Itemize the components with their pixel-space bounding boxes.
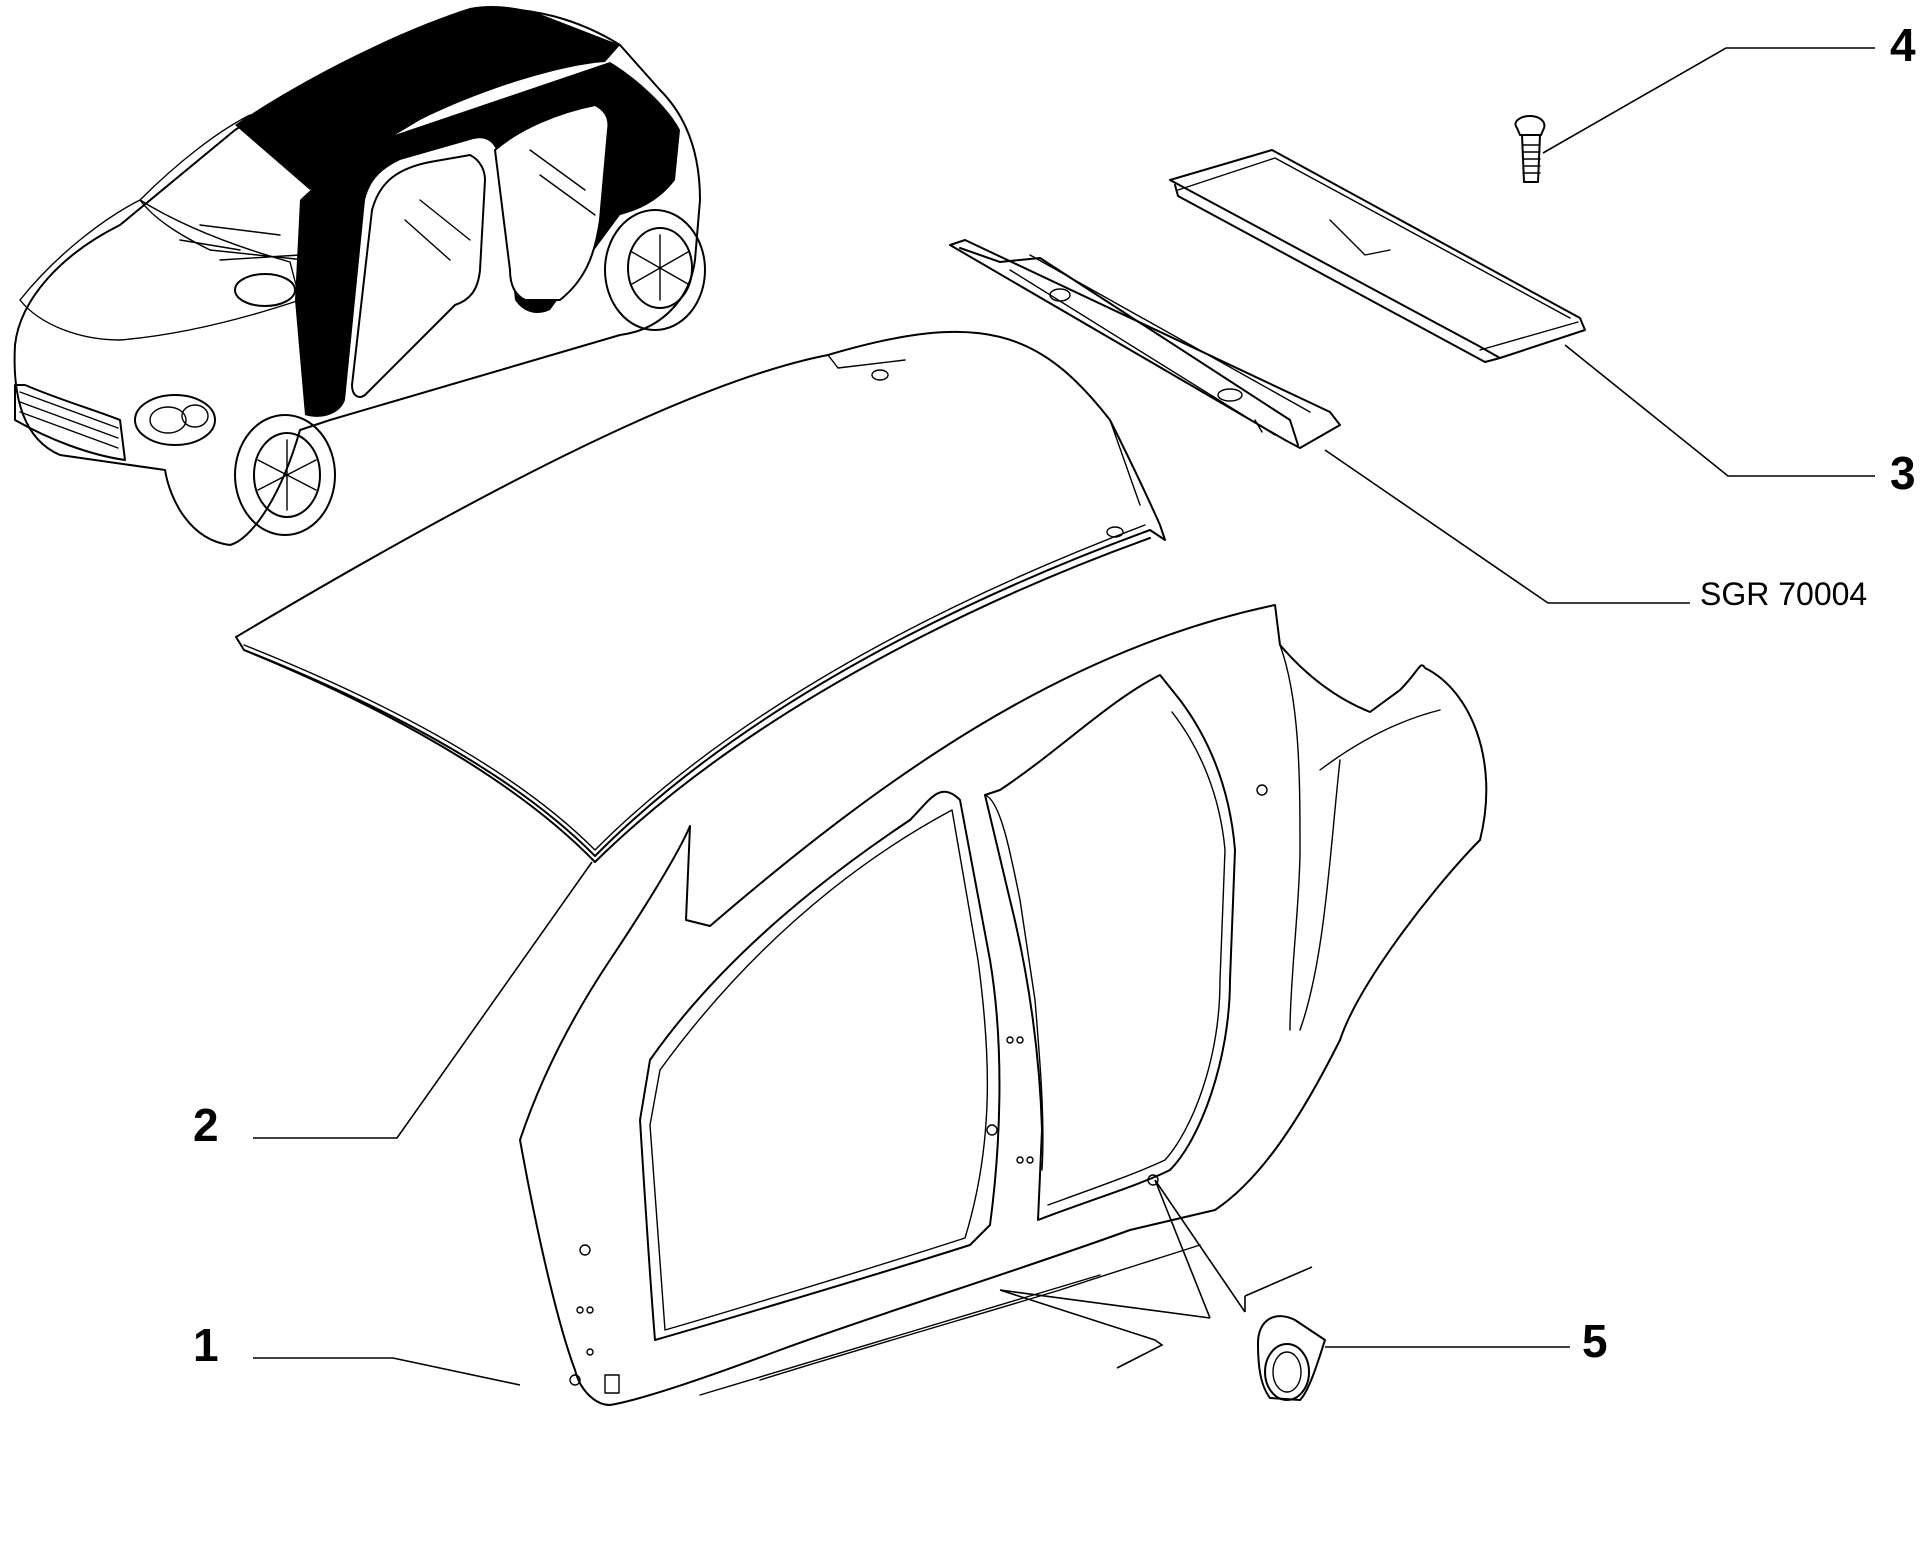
- reference-label: SGR 70004: [1700, 576, 1868, 612]
- callout-3: 3: [1890, 447, 1916, 499]
- callout-4: 4: [1890, 19, 1916, 71]
- callout-1: 1: [193, 1319, 219, 1371]
- grommet-part: [1257, 1315, 1326, 1401]
- bolt-part: [1514, 115, 1546, 183]
- rear-crossmember-part: [1169, 149, 1586, 363]
- roof-highlight: [235, 6, 620, 190]
- callout-5: 5: [1582, 1315, 1608, 1367]
- leader-lines: [253, 47, 1875, 1386]
- callout-2: 2: [193, 1099, 219, 1151]
- body-side-panel-part: [519, 604, 1488, 1406]
- car-overview-illustration: [13, 6, 706, 546]
- roof-panel-part: [235, 330, 1166, 863]
- front-crossmember-part: [949, 239, 1341, 449]
